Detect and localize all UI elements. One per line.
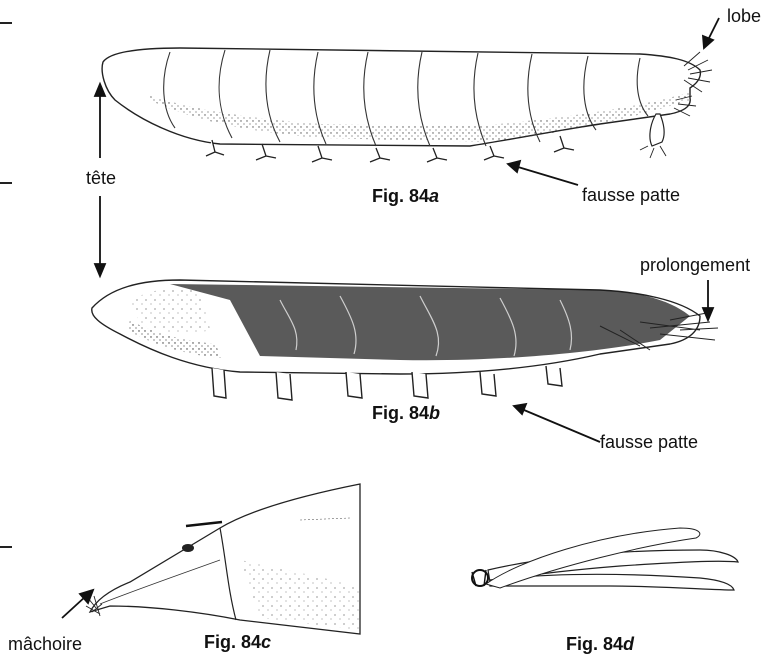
label-lobe: lobe xyxy=(727,6,761,26)
arrow-lobe-head xyxy=(703,36,713,48)
label-fausse-patte-a: fausse patte xyxy=(582,185,680,205)
arrow-fausse-patte-a xyxy=(518,167,578,185)
arrow-machoire xyxy=(62,596,86,618)
caption-fig-84d: Fig. 84d xyxy=(566,634,634,655)
structure-84d-drawing xyxy=(472,528,738,590)
head-84c-drawing xyxy=(86,484,360,634)
label-tete: tête xyxy=(86,168,116,188)
caption-fig-84a: Fig. 84a xyxy=(372,186,439,207)
caption-fig-84b: Fig. 84b xyxy=(372,403,440,424)
label-prolongement: prolongement xyxy=(640,255,750,275)
label-fausse-patte-b: fausse patte xyxy=(600,432,698,452)
arrow-fausse-patte-b xyxy=(524,410,600,442)
caption-fig-84c: Fig. 84c xyxy=(204,632,271,653)
larva-84a-drawing xyxy=(102,48,712,162)
larva-84b-drawing xyxy=(92,280,718,400)
label-machoire: mâchoire xyxy=(8,634,82,654)
arrow-lobe xyxy=(708,18,719,40)
